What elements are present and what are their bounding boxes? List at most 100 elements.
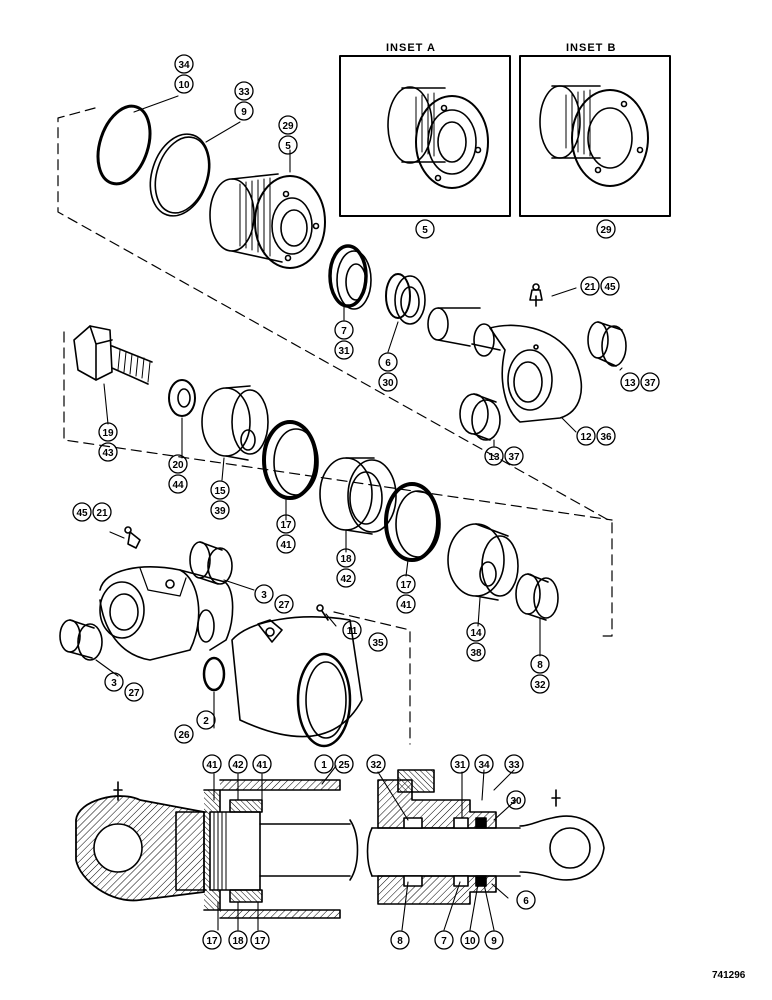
o-ring-10 [96, 104, 152, 186]
callout-label: 26 [178, 730, 190, 741]
dashed-assembly-lines [57, 107, 613, 745]
callout-label: 3 [261, 590, 267, 601]
bushing-13-right [587, 321, 627, 367]
section-labels: 41 42 41 32 31 34 33 30 6 17 18 17 8 7 1… [206, 760, 529, 947]
callout-label: 17 [280, 520, 292, 531]
piston-seal-17-right [384, 482, 441, 562]
screw-11 [316, 604, 329, 621]
callout-label: 35 [372, 638, 384, 649]
section-label: 10 [464, 936, 476, 947]
callout-label: 13 [624, 378, 636, 389]
inset-b-title: INSET B [566, 42, 616, 54]
callout-label: 10 [178, 80, 190, 91]
section-label: 17 [206, 936, 218, 947]
bushing-3-lower [59, 619, 103, 661]
section-label: 6 [523, 896, 529, 907]
callout-label: 3 [111, 678, 117, 689]
o-ring-2 [202, 656, 226, 692]
section-label: 17 [254, 936, 266, 947]
inset-b-part-label: 29 [600, 225, 612, 236]
callout-label: 37 [644, 378, 656, 389]
callout-label: 42 [340, 574, 352, 585]
callout-label: 33 [238, 87, 250, 98]
inset-a-part-label: 5 [422, 225, 428, 236]
callout-circles [72, 54, 660, 950]
callout-label: 14 [470, 628, 482, 639]
bushing-3-upper [189, 541, 233, 585]
callout-label: 20 [172, 460, 184, 471]
callout-label: 12 [580, 432, 592, 443]
washer-20 [168, 379, 196, 417]
grease-fitting-21-lower [124, 526, 141, 549]
callout-label: 34 [178, 60, 190, 71]
callout-label: 9 [241, 107, 247, 118]
callout-label: 27 [278, 600, 290, 611]
section-view-right [366, 769, 605, 905]
callout-label: 17 [400, 580, 412, 591]
callout-label: 39 [214, 506, 226, 517]
callout-label: 15 [214, 486, 226, 497]
section-label: 42 [232, 760, 244, 771]
piston-seal-17-left [262, 420, 319, 500]
piston-15 [201, 385, 269, 461]
callout-label: 18 [340, 554, 352, 565]
callout-label: 11 [347, 626, 358, 637]
section-label: 41 [206, 760, 218, 771]
callout-label: 6 [385, 358, 391, 369]
callout-label: 25 [338, 760, 350, 771]
section-label: 34 [478, 760, 490, 771]
section-label: 18 [232, 936, 244, 947]
callout-label: 43 [102, 448, 114, 459]
callout-label: 31 [338, 346, 350, 357]
callout-label: 37 [508, 452, 520, 463]
callout-label: 45 [604, 282, 616, 293]
inset-b-box [519, 55, 671, 217]
callout-label: 21 [584, 282, 596, 293]
callout-label: 27 [128, 688, 140, 699]
bushing-8 [515, 573, 559, 621]
section-view-left [75, 779, 359, 919]
callout-label: 44 [172, 480, 184, 491]
bushing-13-lower [459, 393, 501, 441]
wear-ring-18 [319, 457, 397, 535]
drawing-number: 741296 [712, 970, 746, 981]
callout-label: 19 [102, 428, 114, 439]
section-label: 31 [454, 760, 466, 771]
backup-ring-9 [149, 133, 211, 217]
section-label: 32 [370, 760, 382, 771]
callout-label: 1 [321, 760, 327, 771]
cylinder-tube-1 [99, 566, 363, 748]
callout-label: 21 [96, 508, 108, 519]
section-label: 30 [510, 796, 522, 807]
gland-5 [209, 173, 326, 269]
rod-seal-7 [328, 244, 372, 310]
bolt-19 [73, 325, 153, 385]
callout-label: 7 [341, 326, 347, 337]
rod-eye-12 [427, 307, 583, 423]
section-label: 41 [256, 760, 268, 771]
section-label: 8 [397, 936, 403, 947]
section-label: 33 [508, 760, 520, 771]
inset-a-box [339, 55, 511, 217]
callout-label: 41 [400, 600, 412, 611]
grease-fitting-21 [529, 283, 543, 307]
callout-label: 30 [382, 378, 394, 389]
callout-label: 13 [488, 452, 500, 463]
wiper-seal-6 [385, 273, 426, 325]
callout-labels: 34 10 33 9 29 5 7 31 6 30 21 45 13 37 12… [76, 60, 656, 771]
piston-14 [447, 523, 519, 601]
leader-lines [95, 95, 623, 931]
section-label: 7 [441, 936, 447, 947]
callout-label: 38 [470, 648, 482, 659]
callout-label: 36 [600, 432, 612, 443]
callout-label: 32 [534, 680, 546, 691]
callout-label: 41 [280, 540, 292, 551]
section-label: 9 [491, 936, 497, 947]
inset-a-title: INSET A [386, 42, 436, 54]
callout-label: 29 [282, 121, 294, 132]
callout-label: 8 [537, 660, 543, 671]
callout-label: 45 [76, 508, 88, 519]
callout-label: 2 [203, 716, 209, 727]
callout-label: 5 [285, 141, 291, 152]
